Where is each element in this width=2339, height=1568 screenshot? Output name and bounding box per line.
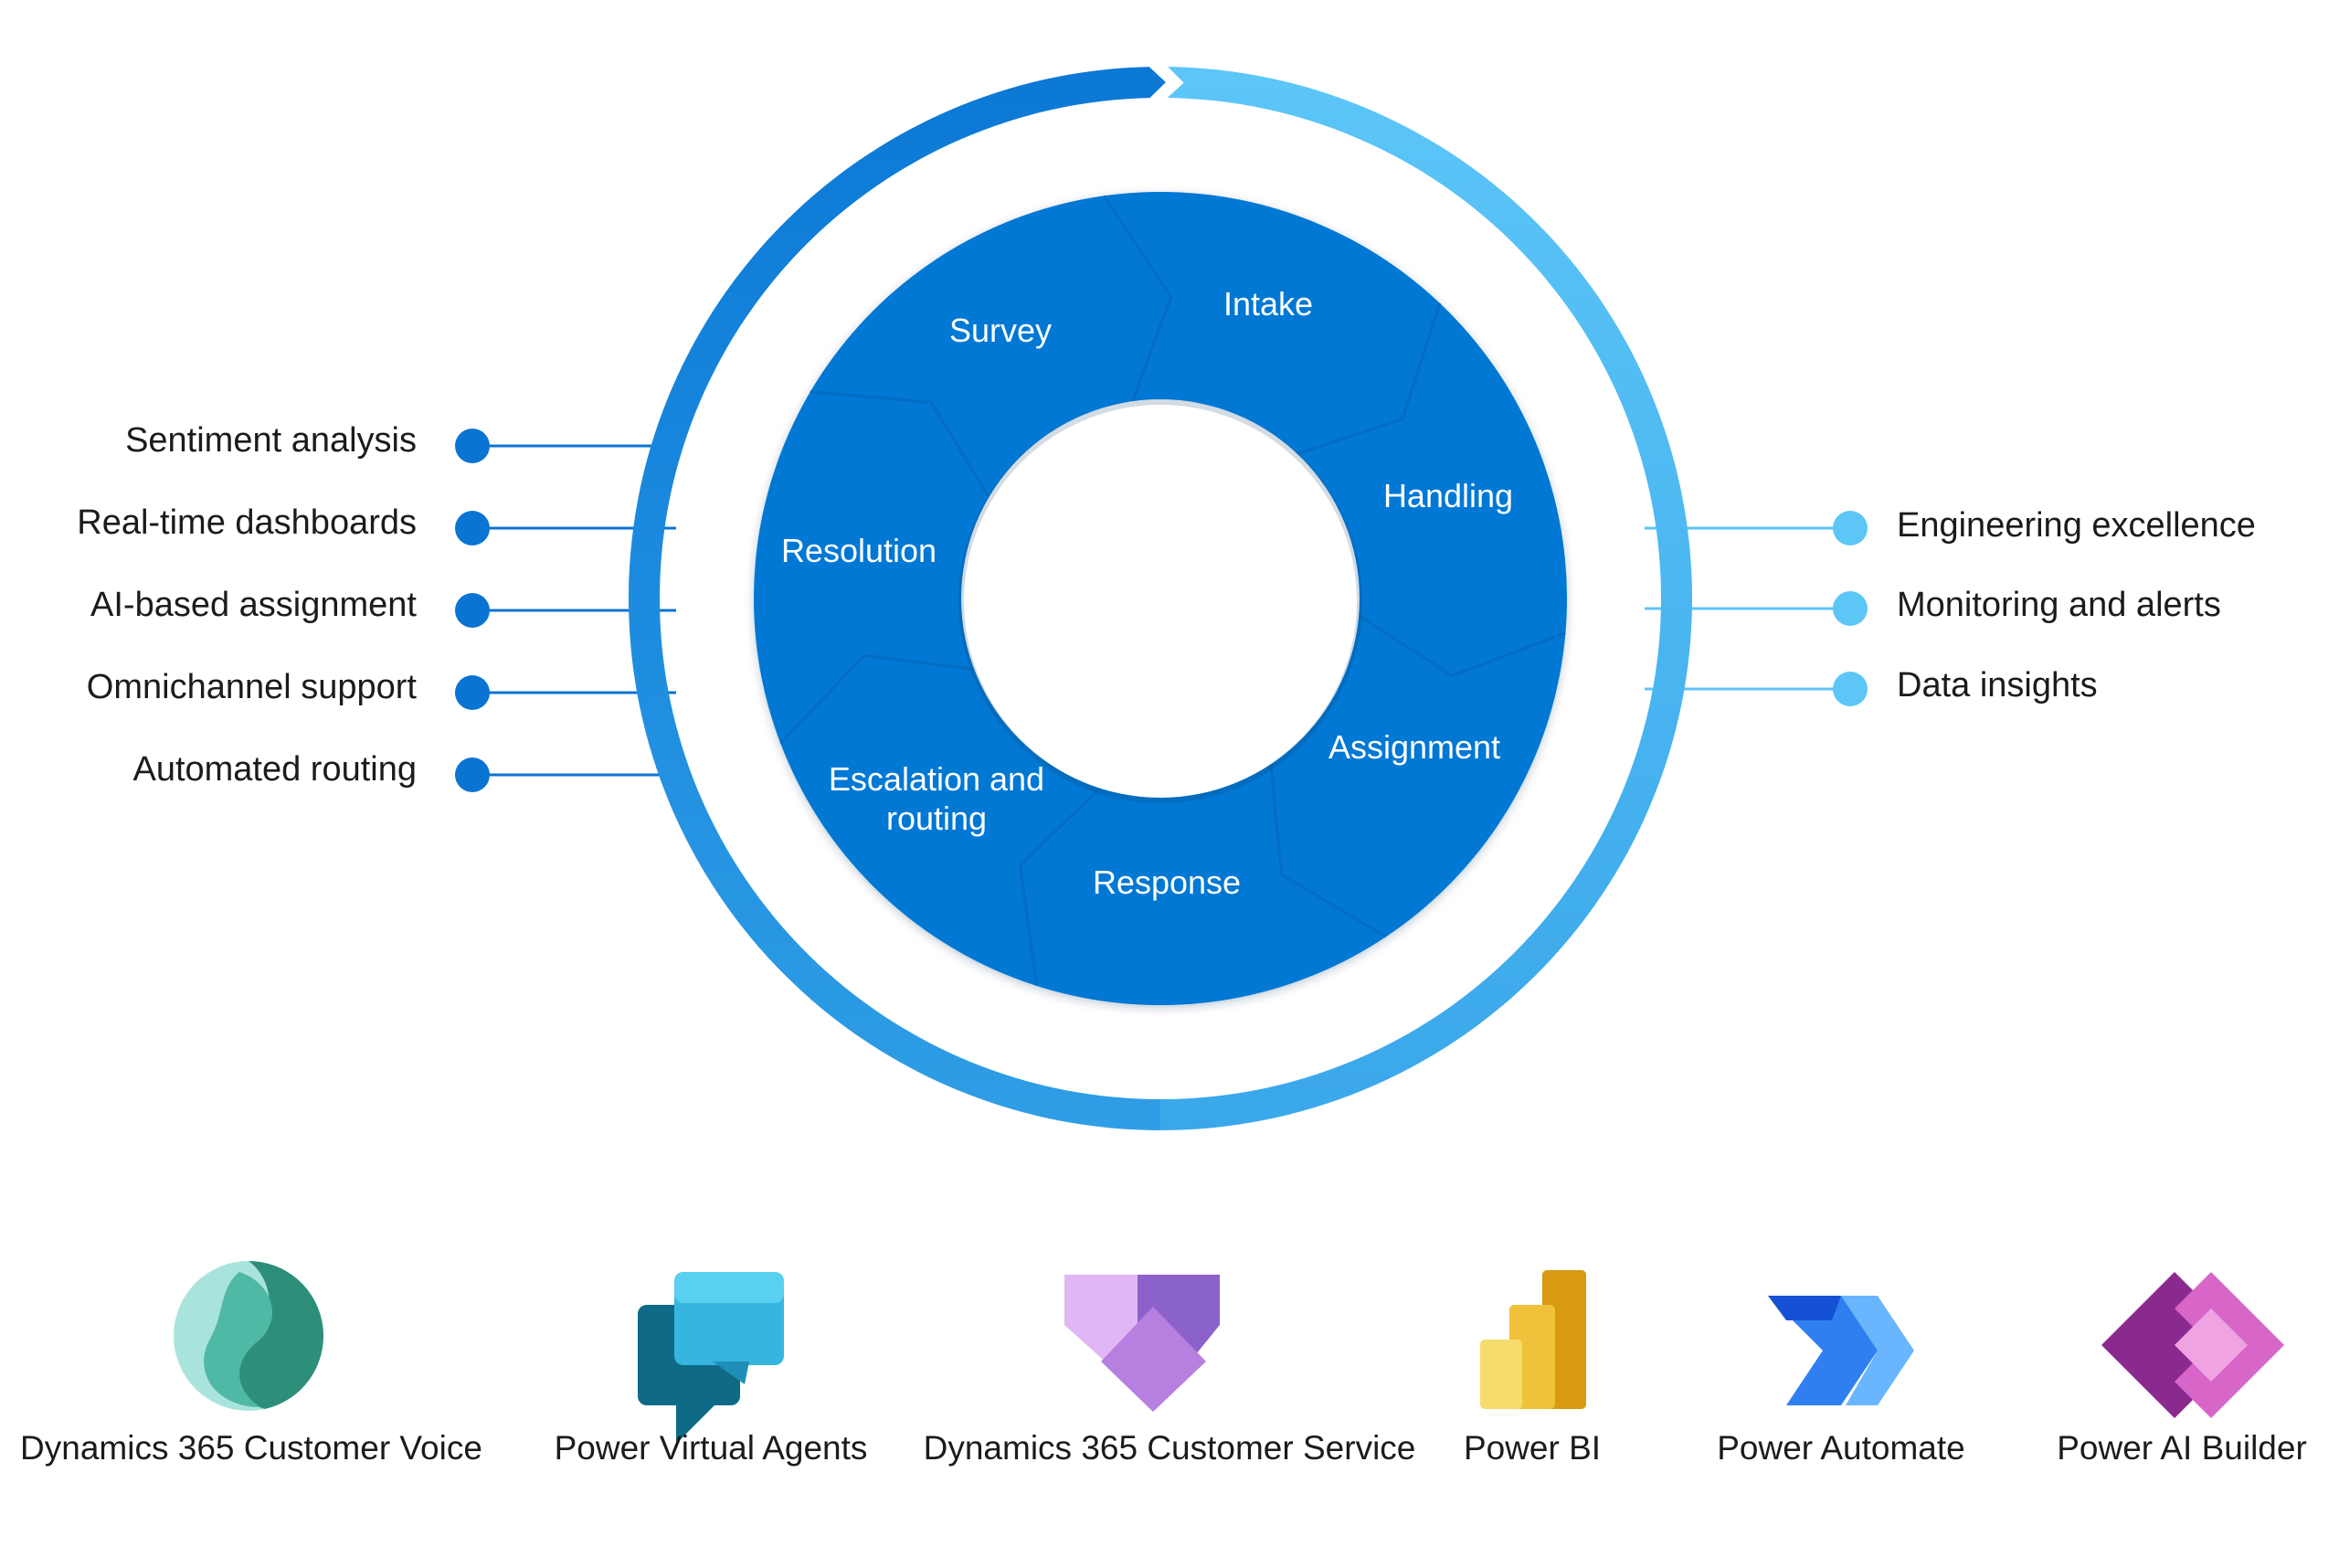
segment-divider	[779, 653, 975, 745]
segment-divider	[810, 390, 990, 498]
product-label-ai-builder: Power AI Builder	[2057, 1429, 2307, 1467]
segment-divider	[1297, 302, 1442, 456]
right-feature-label: Data insights	[1897, 666, 2098, 705]
left-feature-label: Real-time dashboards	[77, 503, 417, 542]
left-feature-label: Sentiment analysis	[125, 421, 417, 460]
feature-dot	[1833, 672, 1868, 706]
feature-dot	[455, 675, 490, 710]
left-feature-label: AI-based assignment	[90, 586, 417, 624]
segment-divider	[1269, 764, 1387, 938]
feature-dot	[455, 593, 490, 628]
customer-service-icon	[1064, 1275, 1220, 1412]
left-feature-label: Omnichannel support	[86, 668, 417, 706]
power-virtual-agents-icon	[638, 1272, 784, 1444]
product-label-customer-service: Dynamics 365 Customer Service	[923, 1429, 1416, 1467]
ai-builder-icon	[2101, 1272, 2284, 1418]
product-label-power-bi: Power BI	[1463, 1429, 1602, 1467]
product-label-power-virtual-agents: Power Virtual Agents	[554, 1429, 868, 1467]
left-feature-label: Automated routing	[132, 750, 417, 789]
power-bi-icon	[1480, 1270, 1586, 1409]
feature-dot	[1833, 591, 1868, 626]
segment-divider	[1018, 787, 1101, 987]
feature-dot	[1833, 511, 1868, 546]
donut-hole-shadow	[958, 399, 1362, 803]
donut-hole	[961, 399, 1360, 798]
product-label-power-automate: Power Automate	[1717, 1429, 1965, 1467]
stage-label: Response	[1093, 863, 1241, 901]
customer-voice-icon	[174, 1261, 324, 1411]
right-feature-label: Engineering excellence	[1897, 506, 2256, 545]
stage-label: Handling	[1383, 477, 1513, 514]
feature-dot	[455, 511, 490, 546]
segment-divider	[1102, 195, 1173, 402]
power-automate-icon	[1768, 1296, 1914, 1405]
feature-dot	[455, 429, 490, 463]
stage-label: Assignment	[1328, 728, 1500, 766]
stage-label: Resolution	[781, 532, 937, 569]
stage-donut	[754, 192, 1567, 1005]
right-feature-label: Monitoring and alerts	[1897, 586, 2221, 624]
stage-label: Survey	[949, 312, 1052, 349]
stage-label: Intake	[1223, 285, 1313, 323]
segment-divider	[1358, 614, 1566, 678]
product-label-customer-voice: Dynamics 365 Customer Voice	[20, 1429, 482, 1467]
feature-dot	[455, 758, 490, 792]
